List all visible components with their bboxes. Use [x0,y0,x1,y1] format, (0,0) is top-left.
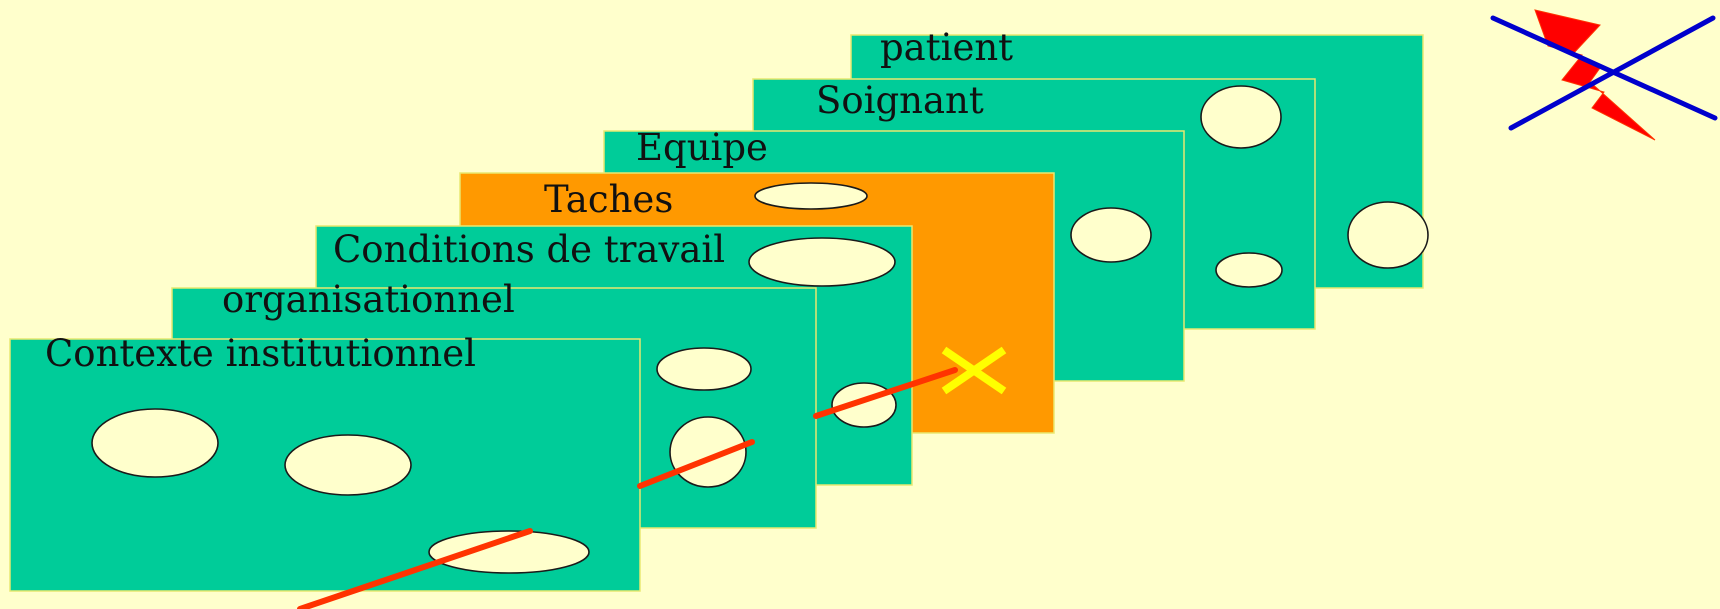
lightning-bolt [1535,10,1655,140]
layer-contexte-institutionnel: Contexte institutionnel [10,332,640,591]
layer-conditions-hole-1 [749,238,895,286]
layer-taches-label: Taches [544,178,673,221]
layer-equipe-label: Equipe [636,126,768,169]
layer-soignant-label: Soignant [816,79,984,122]
layer-conditions-label: Conditions de travail [333,228,725,271]
layer-soignant-hole-2 [1216,253,1282,287]
layer-soignant-hole-1 [1201,86,1281,148]
layer-contexte-hole-2 [285,435,411,495]
layer-contexte-label: Contexte institutionnel [45,332,476,375]
layer-patient-hole [1348,202,1428,268]
lightning-icon [1535,10,1655,140]
layer-patient-label: patient [880,26,1013,69]
layer-contexte-hole-1 [92,409,218,477]
layer-organisationnel-hole-1 [657,348,751,390]
layer-equipe-hole [1071,208,1151,262]
layer-organisationnel-label: organisationnel [222,278,515,321]
layer-taches-hole [755,183,867,209]
